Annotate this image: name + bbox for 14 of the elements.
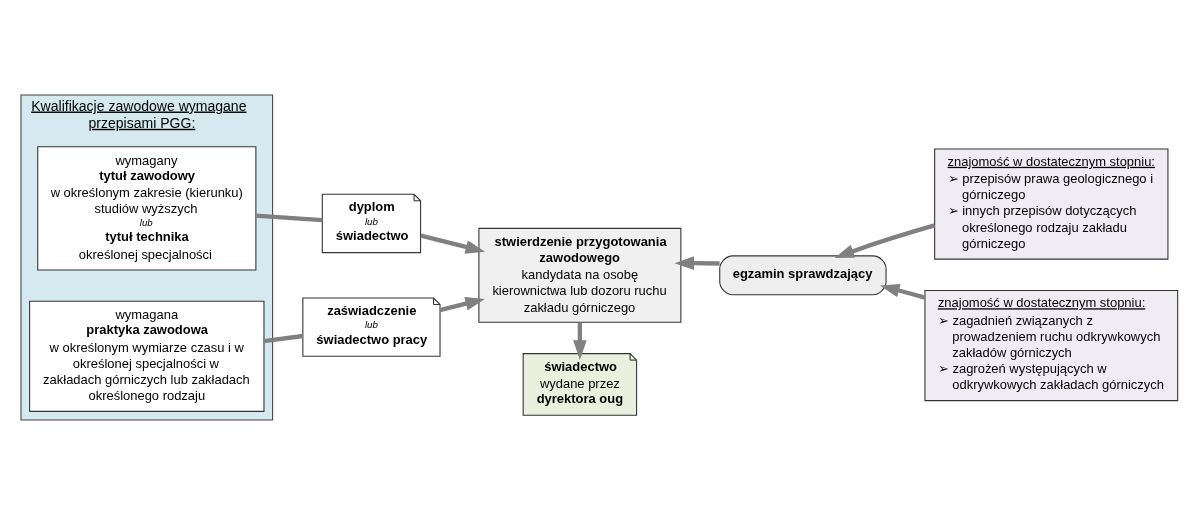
node-box: znajomość w dostatecznym stopniu: ➢ przepisów prawa geologicznego i górniczego ➢ innych przepisów dotyczących określonego rodzaju zakładu górniczego (934, 148, 1169, 260)
arrow (439, 297, 485, 313)
node-box: wymagana praktyka zawodowa w określonym wymiarze czasu i w określonej specjalności w zakładach górniczych lub zakładach określonego rodzaju (29, 300, 265, 412)
node-box: wymagany tytuł zawodowy w określonym zakresie (kierunku) studiów wyższych lub tytuł technika określonej specjalności (37, 146, 257, 271)
connector (256, 213, 323, 223)
node-box: stwierdzenie przygotowania zawodowego kandydata na osobę kierownictwa lub dozoru ruchu zakładu górniczego (478, 227, 682, 323)
arrow (420, 233, 486, 254)
connector (263, 333, 304, 344)
arrow (880, 283, 926, 300)
arrow (674, 256, 720, 270)
arrow (834, 223, 936, 258)
node-box: egzamin sprawdzający (719, 255, 887, 296)
arrow (573, 322, 587, 360)
node-box: znajomość w dostatecznym stopniu: ➢ zagadnień związanych z prowadzeniem ruchu odkrywkowych zakładów górniczych ➢ zagrożeń występujących w odkrywkowych zakładach górniczych (924, 289, 1179, 402)
